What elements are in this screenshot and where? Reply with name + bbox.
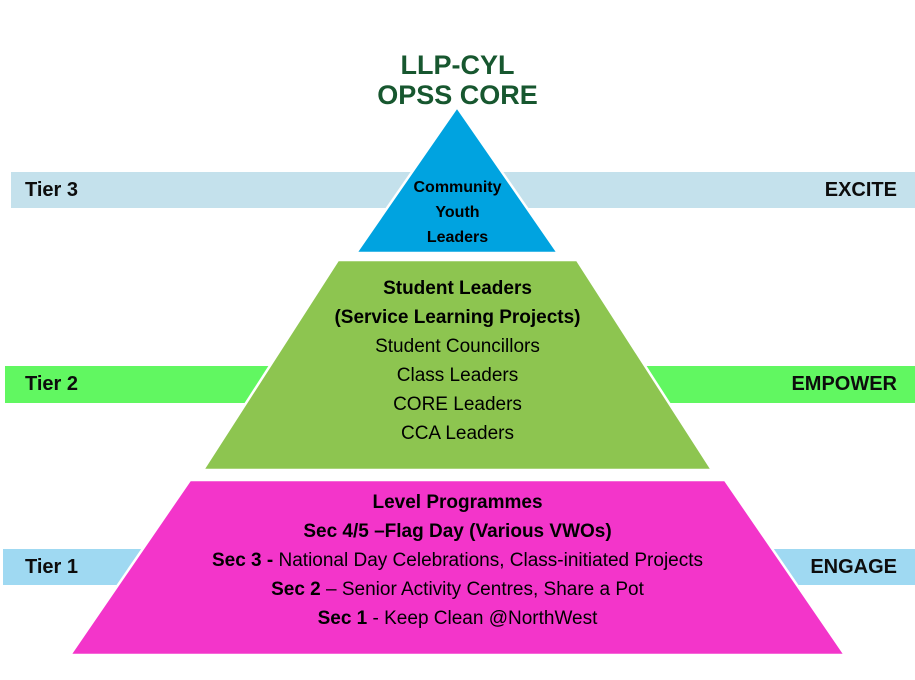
text-line: Student Councillors	[375, 336, 540, 357]
text-line: Sec 4/5 –Flag Day (Various VWOs)	[303, 521, 612, 542]
text-line: (Service Learning Projects)	[334, 307, 581, 328]
text-line: Student Leaders	[383, 278, 532, 299]
tier3-band-left-label: Tier 3	[25, 178, 78, 201]
title-line-2: OPSS CORE	[377, 80, 538, 110]
text-line: Level Programmes	[372, 492, 543, 513]
slide-title: LLP-CYL OPSS CORE	[0, 50, 915, 110]
tier1-trapezoid-shape	[67, 478, 848, 657]
text-line: Sec 3 - National Day Celebrations, Class…	[211, 550, 704, 571]
title-line-1: LLP-CYL	[400, 50, 515, 80]
tier2-band-left-label: Tier 2	[25, 373, 78, 395]
text-line: CORE Leaders	[393, 394, 522, 415]
tier2-trapezoid-shape	[200, 258, 715, 472]
tier1-band-right-label: ENGAGE	[810, 555, 897, 578]
text-line: Sec 1 - Keep Clean @NorthWest	[317, 608, 598, 629]
text-line: Sec 2 – Senior Activity Centres, Share a…	[271, 579, 644, 600]
tier3-band-right-label: EXCITE	[824, 178, 897, 201]
text-line: Community	[413, 179, 502, 196]
tier3-triangle-shape	[353, 104, 561, 255]
tier2-band-right-label: EMPOWER	[791, 373, 897, 395]
text-line: Class Leaders	[396, 365, 519, 386]
tier2-text-block: Student Leaders (Service Learning Project…	[0, 274, 915, 448]
tier1-band-left-label: Tier 1	[25, 555, 78, 578]
text-line: CCA Leaders	[400, 423, 514, 444]
text-line: Youth	[435, 204, 480, 221]
text-line: Leaders	[426, 229, 489, 246]
